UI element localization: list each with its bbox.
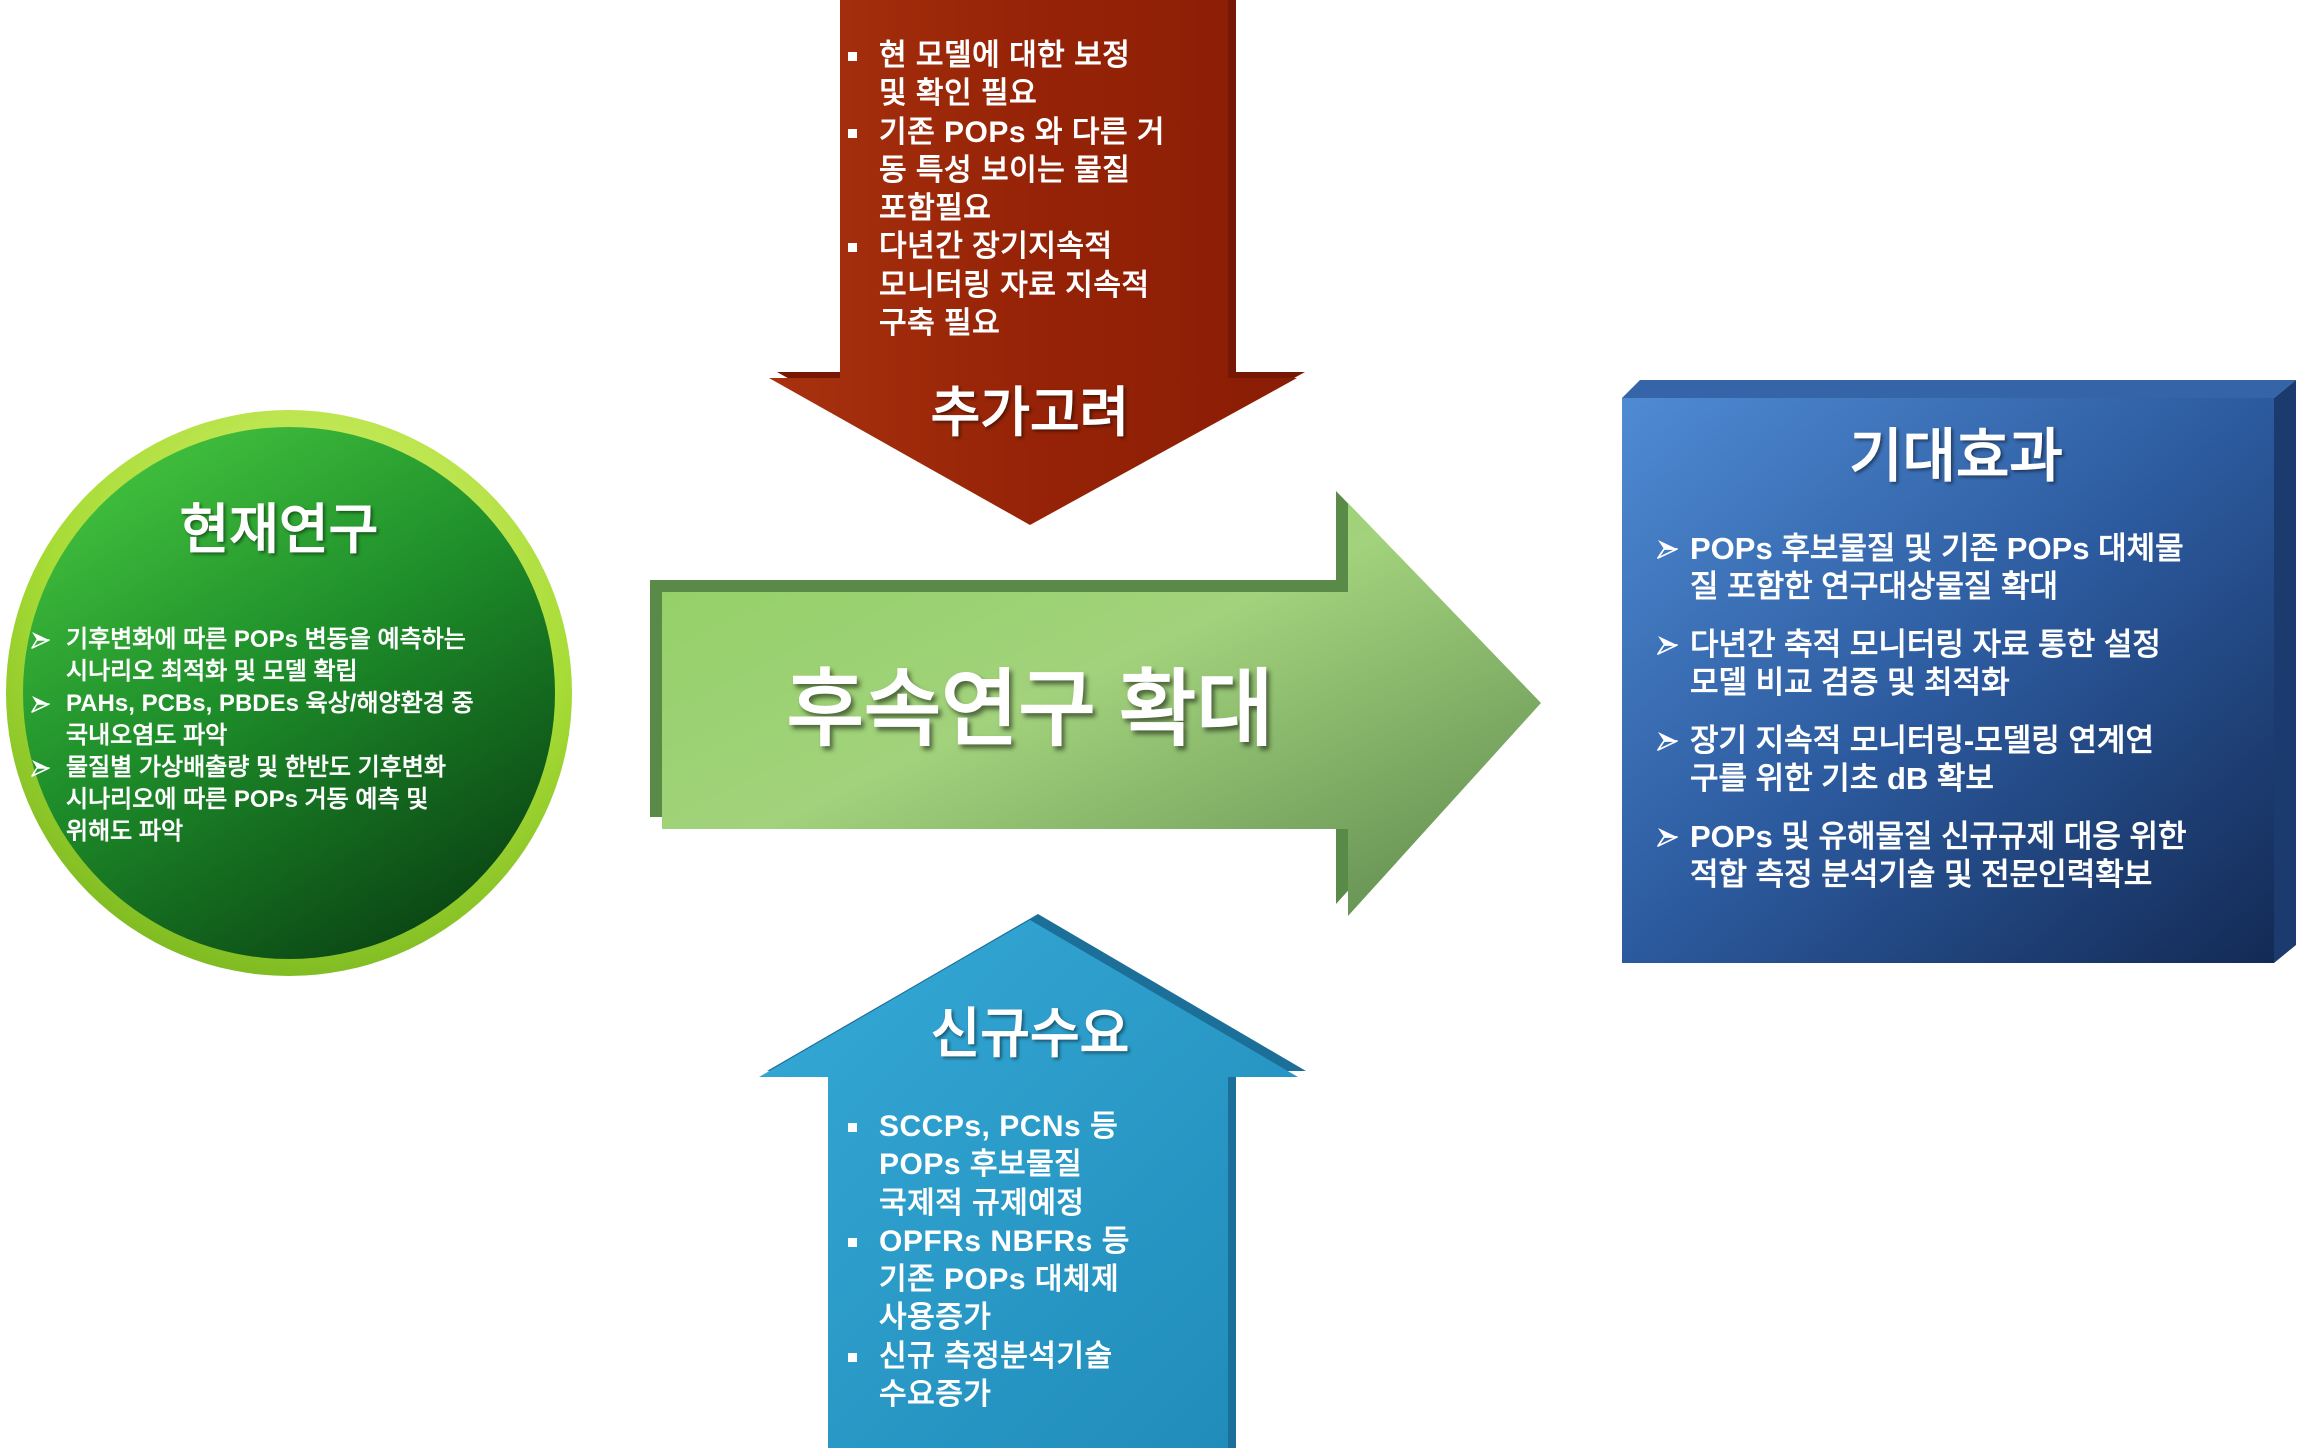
square-bullet-icon (848, 128, 857, 138)
bullet-text-line: 및 확인 필요 (879, 77, 1038, 111)
additional-considerations-bullet: 기존 POPs 와 다른 거 동 특성 보이는 물질 포함필요 (848, 114, 1165, 229)
square-bullet-icon (848, 52, 857, 61)
expected-effects-bullet: 다년간 축적 모니터링 자료 통한 설정 모델 비교 검증 및 최적화 (1656, 626, 2187, 702)
square-bullet-icon (848, 1352, 857, 1362)
bullet-text-line: 국내오염도 파악 (66, 722, 228, 749)
new-demand-bullet: SCCPs, PCNs 등 POPs 후보물질 국제적 규제예정 (848, 1108, 1130, 1223)
expected-effects-box (1622, 398, 2274, 963)
new-demand-title: 신규수요 (930, 1004, 1130, 1064)
bullet-text-line: 시나리오에 따른 POPs 거동 예측 및 (66, 786, 429, 813)
bullet-text-line: POPs 후보물질 및 기존 POPs 대체물 (1690, 531, 2184, 566)
current-research-title: 현재연구 (179, 500, 379, 560)
additional-considerations-bullet: 다년간 장기지속적 모니터링 자료 지속적 구축 필요 (848, 228, 1165, 343)
additional-considerations-title: 추가고려 (930, 383, 1130, 443)
bullet-text-line: POPs 후보물질 (879, 1148, 1083, 1182)
bullet-text-line: 기후변화에 따른 POPs 변동을 예측하는 (66, 626, 466, 653)
bullet-text-line: 수요증가 (879, 1378, 992, 1412)
current-research-bullet: 기후변화에 따른 POPs 변동을 예측하는 시나리오 최적화 및 모델 확립 (30, 624, 474, 688)
bullet-text-line: 시나리오 최적화 및 모델 확립 (66, 658, 358, 685)
additional-considerations-bullet: 현 모델에 대한 보정 및 확인 필요 (848, 37, 1165, 114)
current-research-circle (23, 427, 555, 959)
arrowhead-bullet-icon (1657, 828, 1678, 847)
bullet-text-line: POPs 및 유해물질 신규규제 대응 위한 (1690, 819, 2187, 854)
follow-up-research-right-arrow (662, 503, 1541, 916)
bullet-text-line: 적합 측정 분석기술 및 전문인력확보 (1690, 857, 2153, 892)
square-bullet-icon (848, 243, 857, 253)
square-bullet-icon (848, 1123, 857, 1132)
bullet-text-line: 국제적 규제예정 (879, 1186, 1085, 1220)
arrowhead-bullet-icon (1657, 636, 1678, 655)
bullet-text-line: 동 특성 보이는 물질 (879, 153, 1131, 187)
arrowhead-bullet-icon (31, 632, 50, 649)
arrowhead-bullet-icon (1657, 540, 1678, 559)
new-demand-bullet-list: SCCPs, PCNs 등 POPs 후보물질 국제적 규제예정 OPFRs N… (848, 1108, 1130, 1414)
additional-considerations-down-arrow (769, 0, 1297, 525)
square-bullet-icon (848, 1237, 857, 1247)
bullet-text-line: OPFRs NBFRs 등 (879, 1224, 1130, 1258)
new-demand-up-arrow (759, 920, 1298, 1448)
expected-effects-bullet: 장기 지속적 모니터링-모델링 연계연 구를 위한 기초 dB 확보 (1656, 722, 2187, 798)
expected-effects-bullet: POPs 및 유해물질 신규규제 대응 위한 적합 측정 분석기술 및 전문인력… (1656, 818, 2187, 894)
current-research-bullet: 물질별 가상배출량 및 한반도 기후변화 시나리오에 따른 POPs 거동 예측… (30, 752, 474, 848)
bullet-text-line: 포함필요 (879, 192, 992, 226)
bullet-text-line: 장기 지속적 모니터링-모델링 연계연 (1690, 723, 2154, 758)
additional-considerations-bullet-list: 현 모델에 대한 보정 및 확인 필요 기존 POPs 와 다른 거 동 특성 … (848, 37, 1165, 343)
expected-effects-bullet-list: POPs 후보물질 및 기존 POPs 대체물 질 포함한 연구대상물질 확대 … (1656, 530, 2187, 914)
follow-up-research-title: 후속연구 확대 (786, 662, 1274, 756)
arrowhead-bullet-icon (1657, 732, 1678, 751)
bullet-text-line: 다년간 장기지속적 (879, 230, 1113, 264)
bullet-text-line: 구를 위한 기초 dB 확보 (1690, 761, 1994, 796)
expected-effects-title: 기대효과 (1849, 424, 2063, 489)
current-research-bullet: PAHs, PCBs, PBDEs 육상/해양환경 중 국내오염도 파악 (30, 688, 474, 752)
bullet-text-line: PAHs, PCBs, PBDEs 육상/해양환경 중 (66, 690, 474, 717)
new-demand-bullet: OPFRs NBFRs 등 기존 POPs 대체제 사용증가 (848, 1223, 1130, 1338)
bullet-text-line: 물질별 가상배출량 및 한반도 기후변화 (66, 754, 446, 781)
new-demand-bullet: 신규 측정분석기술 수요증가 (848, 1338, 1130, 1415)
bullet-text-line: 다년간 축적 모니터링 자료 통한 설정 (1690, 627, 2161, 662)
arrowhead-bullet-icon (31, 696, 50, 713)
bullet-text-line: 질 포함한 연구대상물질 확대 (1690, 569, 2059, 604)
bullet-text-line: 현 모델에 대한 보정 (879, 39, 1131, 72)
bullet-text-line: 사용증가 (879, 1301, 992, 1335)
bullet-text-line: SCCPs, PCNs 등 (879, 1110, 1119, 1143)
bullet-text-line: 구축 필요 (879, 307, 1001, 341)
arrowhead-bullet-icon (31, 760, 50, 777)
current-research-bullet-list: 기후변화에 따른 POPs 변동을 예측하는 시나리오 최적화 및 모델 확립 … (30, 624, 474, 848)
bullet-text-line: 기존 POPs 와 다른 거 (879, 115, 1165, 149)
expected-effects-bullet: POPs 후보물질 및 기존 POPs 대체물 질 포함한 연구대상물질 확대 (1656, 530, 2187, 606)
bullet-text-line: 모니터링 자료 지속적 (879, 268, 1150, 302)
bullet-text-line: 기존 POPs 대체제 (879, 1263, 1120, 1297)
expected-effects-box-top-face (1622, 380, 2296, 398)
bullet-text-line: 위해도 파악 (66, 818, 184, 845)
bullet-text-line: 신규 측정분석기술 (879, 1339, 1113, 1373)
bullet-text-line: 모델 비교 검증 및 최적화 (1690, 665, 2010, 700)
expected-effects-box-side-face (2274, 380, 2296, 963)
